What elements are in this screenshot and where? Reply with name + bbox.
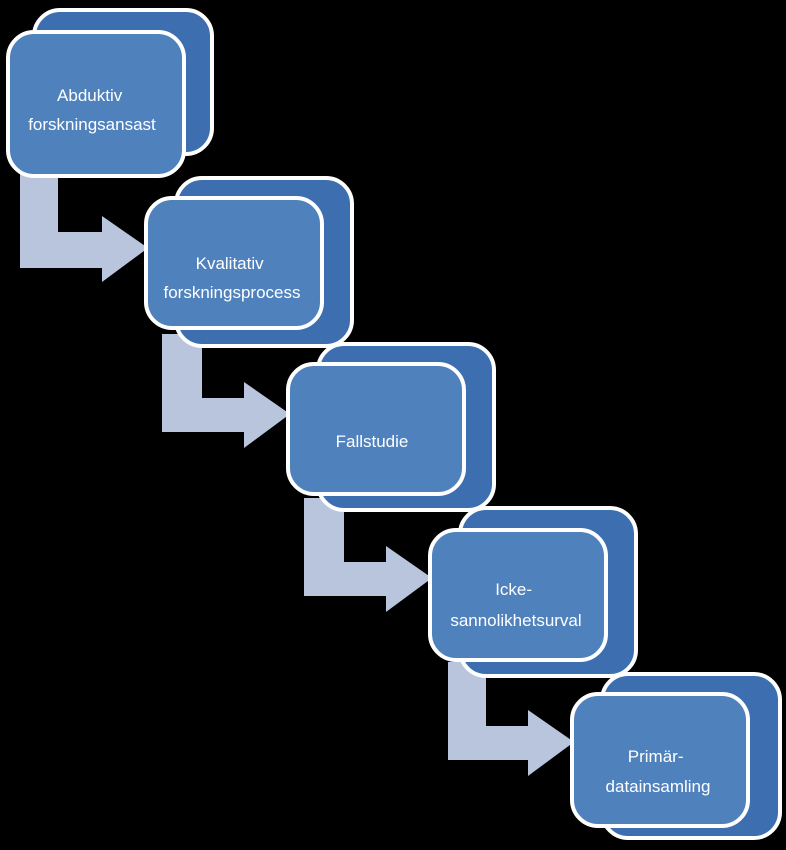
step-box-2-front [144,196,324,330]
step-1-label-line-1: Abduktiv [57,86,123,105]
step-2-label-line-2: forskningsprocess [163,283,300,302]
step-box-1-front [6,30,186,178]
step-2-label-line-1: Kvalitativ [196,254,265,273]
step-box-3-front [286,362,466,496]
step-1-label-line-2: forskningsansast [28,115,156,134]
arrow-1-to-2 [20,168,148,282]
step-box-2: Kvalitativ forskningsprocess [144,176,354,348]
step-box-3: Fallstudie [286,342,496,512]
step-5-label-line-2: datainsamling [606,777,711,796]
arrow-4-to-5 [448,662,574,776]
step-box-1: Abduktiv forskningsansast [6,8,214,178]
step-box-4-front [428,528,608,662]
step-4-label: Icke- sannolikhetsurval [450,580,581,630]
step-2-label: Kvalitativ forskningsprocess [163,254,300,302]
step-box-4: Icke- sannolikhetsurval [428,506,638,678]
step-5-label: Primär- datainsamling [606,747,711,796]
step-1-label: Abduktiv forskningsansast [28,86,156,134]
step-box-5: Primär- datainsamling [570,672,782,840]
arrow-2-to-3 [162,334,290,448]
step-arrows [20,168,574,776]
step-box-5-front [570,692,750,828]
step-5-label-line-1: Primär- [628,747,684,766]
step-4-label-line-1: Icke- [495,580,532,599]
step-3-label: Fallstudie [336,432,409,451]
step-3-label-line-1: Fallstudie [336,432,409,451]
arrow-3-to-4 [304,498,432,612]
step-4-label-line-2: sannolikhetsurval [450,611,581,630]
